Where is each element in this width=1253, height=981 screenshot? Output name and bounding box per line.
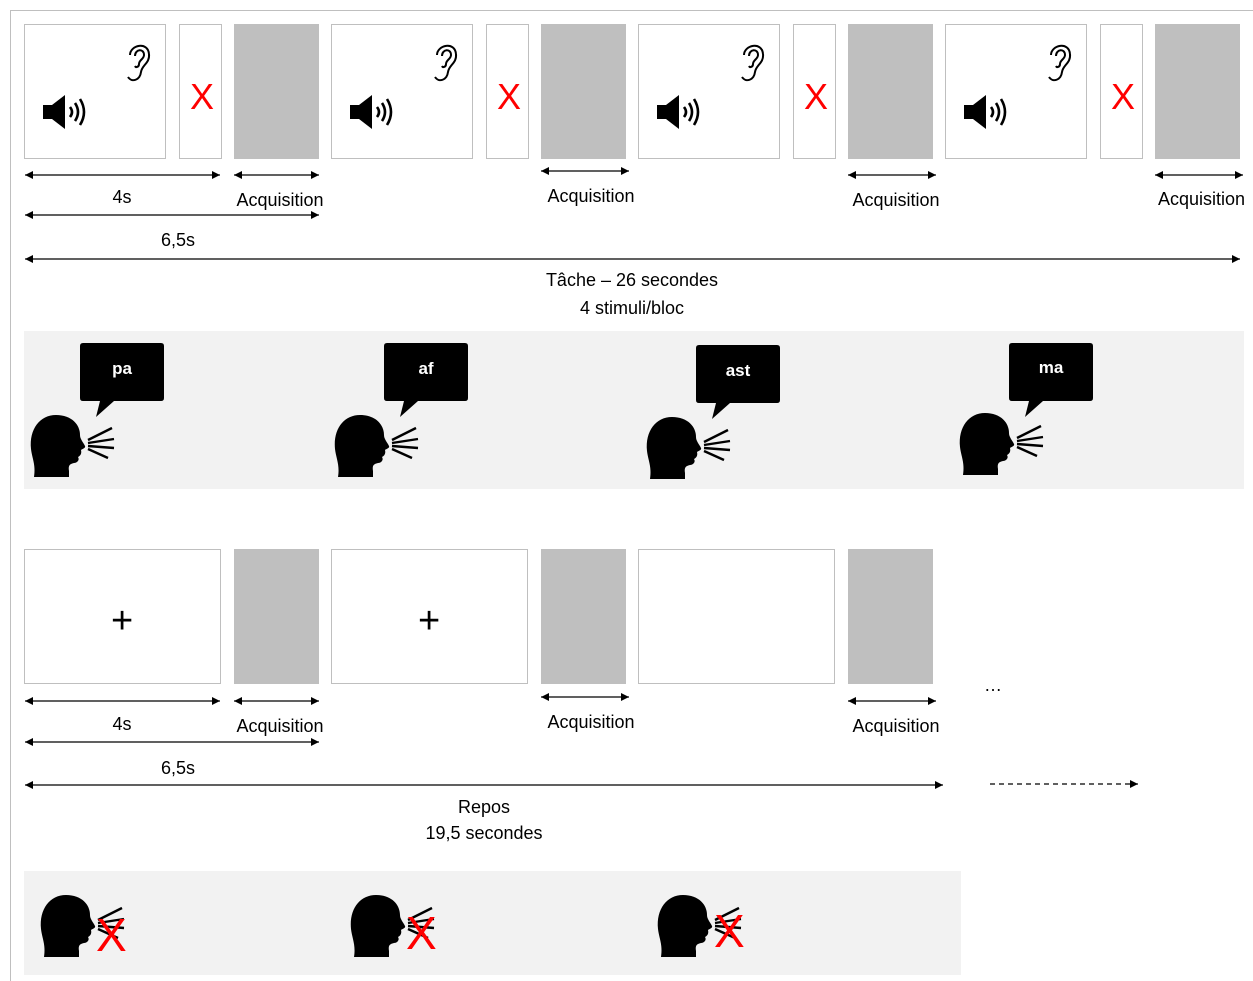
response-box: X xyxy=(1100,24,1143,159)
speaking-head-icon xyxy=(332,407,392,483)
syllable-label: af xyxy=(418,359,434,378)
rest-subtitle: 19,5 secondes xyxy=(425,823,543,843)
speech-bubble-icon xyxy=(1009,343,1093,417)
acquisition-block xyxy=(541,24,626,159)
acquisition-block xyxy=(234,549,319,684)
acquisition-label: Acquisition xyxy=(852,190,940,210)
speaking-head-icon xyxy=(38,887,98,963)
sound-rays-icon xyxy=(86,426,116,460)
acquisition-block xyxy=(234,24,319,159)
fixation-cross: + xyxy=(111,600,134,642)
red-x-mark: X xyxy=(804,76,829,117)
blank-box xyxy=(638,549,835,684)
red-x-mark: X xyxy=(497,76,522,117)
acquisition-label: Acquisition xyxy=(236,190,324,210)
speech-bubble-icon xyxy=(80,343,164,417)
speaking-head-icon xyxy=(348,887,408,963)
acquisition-label: Acquisition xyxy=(547,712,635,732)
acquisition-label: Acquisition xyxy=(852,716,940,736)
response-box: X xyxy=(793,24,836,159)
acquisition-block xyxy=(848,549,933,684)
fixation-cross: + xyxy=(418,600,441,642)
duration-stim-label: 4s xyxy=(112,187,132,207)
speaking-head-icon xyxy=(655,887,715,963)
sound-rays-icon xyxy=(702,428,732,462)
red-x-mark: X xyxy=(714,905,745,957)
response-box: X xyxy=(486,24,529,159)
stimulus-box xyxy=(331,24,473,159)
duration-stim-label: 4s xyxy=(112,714,132,734)
acquisition-label: Acquisition xyxy=(547,186,635,206)
acquisition-block xyxy=(541,549,626,684)
speaking-head-icon xyxy=(957,405,1017,481)
stimulus-box xyxy=(945,24,1087,159)
acquisition-block xyxy=(1155,24,1240,159)
stimulus-box xyxy=(638,24,780,159)
duration-trial-label: 6,5s xyxy=(160,758,196,778)
acquisition-block xyxy=(848,24,933,159)
red-x-mark: X xyxy=(190,76,215,117)
task-subtitle: 4 stimuli/bloc xyxy=(579,298,685,318)
speech-bubble-icon xyxy=(696,345,780,419)
task-title: Tâche – 26 secondes xyxy=(545,270,719,290)
rest-title: Repos xyxy=(457,797,511,817)
fixation-box: + xyxy=(331,549,528,684)
silent-band xyxy=(24,871,961,975)
figure-frame xyxy=(10,10,1253,981)
syllable-label: pa xyxy=(112,359,132,378)
speaking-head-icon xyxy=(28,407,88,483)
red-x-mark: X xyxy=(96,909,127,961)
red-x-mark: X xyxy=(1111,76,1136,117)
red-x-mark: X xyxy=(406,907,437,959)
speaking-head-icon xyxy=(644,409,704,485)
syllable-label: ast xyxy=(725,361,751,380)
acquisition-label: Acquisition xyxy=(1157,189,1246,209)
duration-trial-label: 6,5s xyxy=(160,230,196,250)
acquisition-label: Acquisition xyxy=(236,716,324,736)
ellipsis: … xyxy=(984,675,1002,695)
sound-rays-icon xyxy=(390,426,420,460)
speech-bubble-icon xyxy=(384,343,468,417)
response-box: X xyxy=(179,24,222,159)
sound-rays-icon xyxy=(1015,424,1045,458)
fixation-box: + xyxy=(24,549,221,684)
syllable-label: ma xyxy=(1038,358,1064,377)
stimulus-box xyxy=(24,24,166,159)
